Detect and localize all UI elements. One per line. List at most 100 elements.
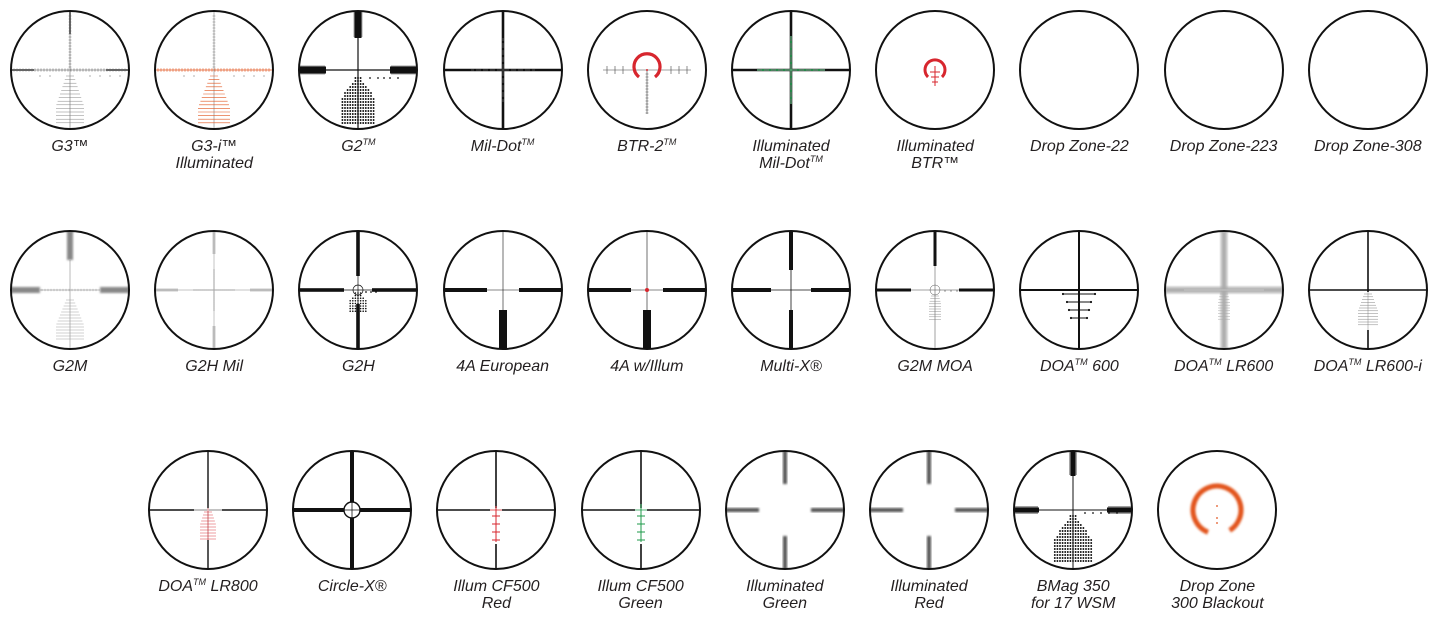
reticle-option-dz22[interactable]: Drop Zone-22 bbox=[1014, 8, 1144, 198]
reticle-label: G3™ bbox=[51, 138, 89, 155]
dz223-reticle-icon bbox=[1163, 10, 1284, 130]
reticle-label: BTR-2 bbox=[617, 138, 664, 155]
reticle-option-g3[interactable]: G3™ bbox=[5, 8, 135, 198]
g2hmil-reticle-pattern bbox=[155, 231, 274, 349]
scope-ring bbox=[869, 450, 989, 570]
reticle-option-g2hmil[interactable]: G2H Mil bbox=[149, 228, 279, 418]
g3i-reticle-icon bbox=[154, 10, 275, 130]
reticle-caption: 4A w/Illum bbox=[568, 358, 726, 375]
reticle-caption: G2M MOA bbox=[856, 358, 1014, 375]
trademark-mark: TM bbox=[809, 154, 823, 164]
reticle-label: BMag 350 for 17 WSM bbox=[1030, 578, 1116, 612]
g2m-reticle-pattern bbox=[11, 231, 129, 349]
btr2-reticle-icon bbox=[586, 10, 707, 130]
reticle-caption: G3™ bbox=[0, 138, 149, 155]
reticle-caption: Illuminated Green bbox=[706, 578, 864, 612]
reticle-caption: G3-i™ Illuminated bbox=[135, 138, 293, 172]
scope-ring bbox=[875, 10, 996, 130]
reticle-caption: 4A European bbox=[424, 358, 582, 375]
reticle-caption: DOATM LR600 bbox=[1145, 358, 1303, 376]
g3-reticle-icon bbox=[10, 10, 130, 130]
reticle-label: DOA bbox=[1313, 358, 1349, 375]
reticle-caption: G2TM bbox=[279, 137, 437, 156]
reticle-label: Illum CF500 Green bbox=[597, 578, 684, 612]
reticle-option-4aillum[interactable]: 4A w/Illum bbox=[582, 228, 712, 418]
scope-ring bbox=[442, 230, 563, 350]
reticle-option-doalr600i[interactable]: DOATM LR600-i bbox=[1303, 228, 1433, 418]
reticle-option-bmag[interactable]: BMag 350 for 17 WSM bbox=[1008, 448, 1138, 638]
reticle-label: Illuminated Green bbox=[746, 578, 824, 612]
reticle-option-mildot[interactable]: Mil-DotTM bbox=[438, 8, 568, 198]
reticle-option-cf500red[interactable]: Illum CF500 Red bbox=[431, 448, 561, 638]
cf500red-reticle-icon bbox=[436, 450, 557, 570]
reticle-label: Illuminated Mil-Dot bbox=[752, 138, 830, 172]
bmag-reticle-pattern bbox=[1014, 451, 1133, 569]
reticle-option-btr2[interactable]: BTR-2TM bbox=[582, 8, 712, 198]
reticle-label: G2M MOA bbox=[897, 358, 973, 375]
g2-reticle-pattern bbox=[299, 11, 418, 129]
reticle-option-doalr800[interactable]: DOATM LR800 bbox=[143, 448, 273, 638]
reticle-label: DOA bbox=[158, 578, 194, 595]
reticle-label: DOA bbox=[1173, 358, 1209, 375]
reticle-option-doa600[interactable]: DOATM 600 bbox=[1014, 228, 1144, 418]
trademark-mark: TM bbox=[1348, 357, 1362, 367]
reticle-option-illumgreen[interactable]: Illuminated Green bbox=[720, 448, 850, 638]
reticle-caption: Illuminated Red bbox=[850, 578, 1008, 612]
reticle-caption: Drop Zone-223 bbox=[1145, 138, 1303, 155]
reticle-caption: Mil-DotTM bbox=[424, 138, 582, 156]
reticle-label: G2 bbox=[341, 138, 363, 155]
cf500red-reticle-pattern bbox=[437, 451, 556, 569]
reticle-option-illumbtr[interactable]: Illuminated BTR™ bbox=[870, 8, 1000, 198]
reticle-option-g3i[interactable]: G3-i™ Illuminated bbox=[149, 8, 279, 198]
reticle-option-g2h[interactable]: G2H bbox=[293, 228, 423, 418]
scope-ring bbox=[1019, 230, 1140, 350]
reticle-caption: Illum CF500 Green bbox=[562, 578, 720, 612]
reticle-label: G2H Mil bbox=[185, 358, 244, 375]
reticle-option-dz300[interactable]: Drop Zone 300 Blackout bbox=[1152, 448, 1282, 638]
reticle-label: Circle-X® bbox=[317, 578, 387, 595]
illummildot-reticle-pattern bbox=[732, 11, 850, 129]
g2hmil-reticle-icon bbox=[154, 230, 275, 350]
scope-ring bbox=[292, 450, 413, 570]
illumgreen-reticle-pattern bbox=[725, 451, 844, 569]
scope-ring bbox=[580, 450, 701, 570]
reticle-option-g2[interactable]: G2TM bbox=[293, 8, 423, 198]
scope-ring bbox=[436, 450, 557, 570]
reticle-label-suffix: LR600 bbox=[1221, 358, 1274, 375]
reticle-option-multix[interactable]: Multi-X® bbox=[726, 228, 856, 418]
scope-ring bbox=[1019, 10, 1140, 130]
reticle-option-doalr600[interactable]: DOATM LR600 bbox=[1159, 228, 1289, 418]
reticle-option-g2mmoa[interactable]: G2M MOA bbox=[870, 228, 1000, 418]
g2-reticle-icon bbox=[298, 10, 419, 130]
reticle-option-cf500green[interactable]: Illum CF500 Green bbox=[576, 448, 706, 638]
reticle-label: Drop Zone 300 Blackout bbox=[1171, 578, 1264, 612]
reticle-caption: Circle-X® bbox=[273, 578, 431, 595]
scope-ring bbox=[442, 10, 563, 130]
reticle-label: 4A w/Illum bbox=[610, 358, 684, 375]
mildot-reticle-icon bbox=[442, 10, 563, 130]
scope-ring bbox=[1163, 230, 1284, 350]
reticle-caption: Drop Zone 300 Blackout bbox=[1138, 578, 1296, 612]
circlex-reticle-pattern bbox=[293, 451, 412, 569]
reticle-option-dz308[interactable]: Drop Zone-308 bbox=[1303, 8, 1433, 198]
reticle-option-g2m[interactable]: G2M bbox=[5, 228, 135, 418]
illumbtr-reticle-icon bbox=[875, 10, 996, 130]
scope-ring bbox=[298, 10, 419, 130]
reticle-option-illummildot[interactable]: Illuminated Mil-DotTM bbox=[726, 8, 856, 198]
reticle-option-4aeuro[interactable]: 4A European bbox=[438, 228, 568, 418]
reticle-label: G3-i™ Illuminated bbox=[175, 138, 253, 172]
reticle-option-circlex[interactable]: Circle-X® bbox=[287, 448, 417, 638]
trademark-mark: TM bbox=[362, 137, 376, 147]
doalr800-reticle-icon bbox=[148, 450, 268, 570]
g2m-reticle-icon bbox=[10, 230, 130, 350]
reticle-option-dz223[interactable]: Drop Zone-223 bbox=[1159, 8, 1289, 198]
scope-ring bbox=[731, 230, 851, 350]
doa600-reticle-icon bbox=[1019, 230, 1140, 350]
g2mmoa-reticle-pattern bbox=[876, 231, 995, 349]
reticle-option-illumred[interactable]: Illuminated Red bbox=[864, 448, 994, 638]
scope-ring bbox=[724, 450, 845, 570]
scope-ring bbox=[10, 230, 130, 350]
dz300-reticle-pattern bbox=[1190, 483, 1244, 537]
scope-ring bbox=[154, 10, 275, 130]
cf500green-reticle-pattern bbox=[581, 451, 700, 569]
